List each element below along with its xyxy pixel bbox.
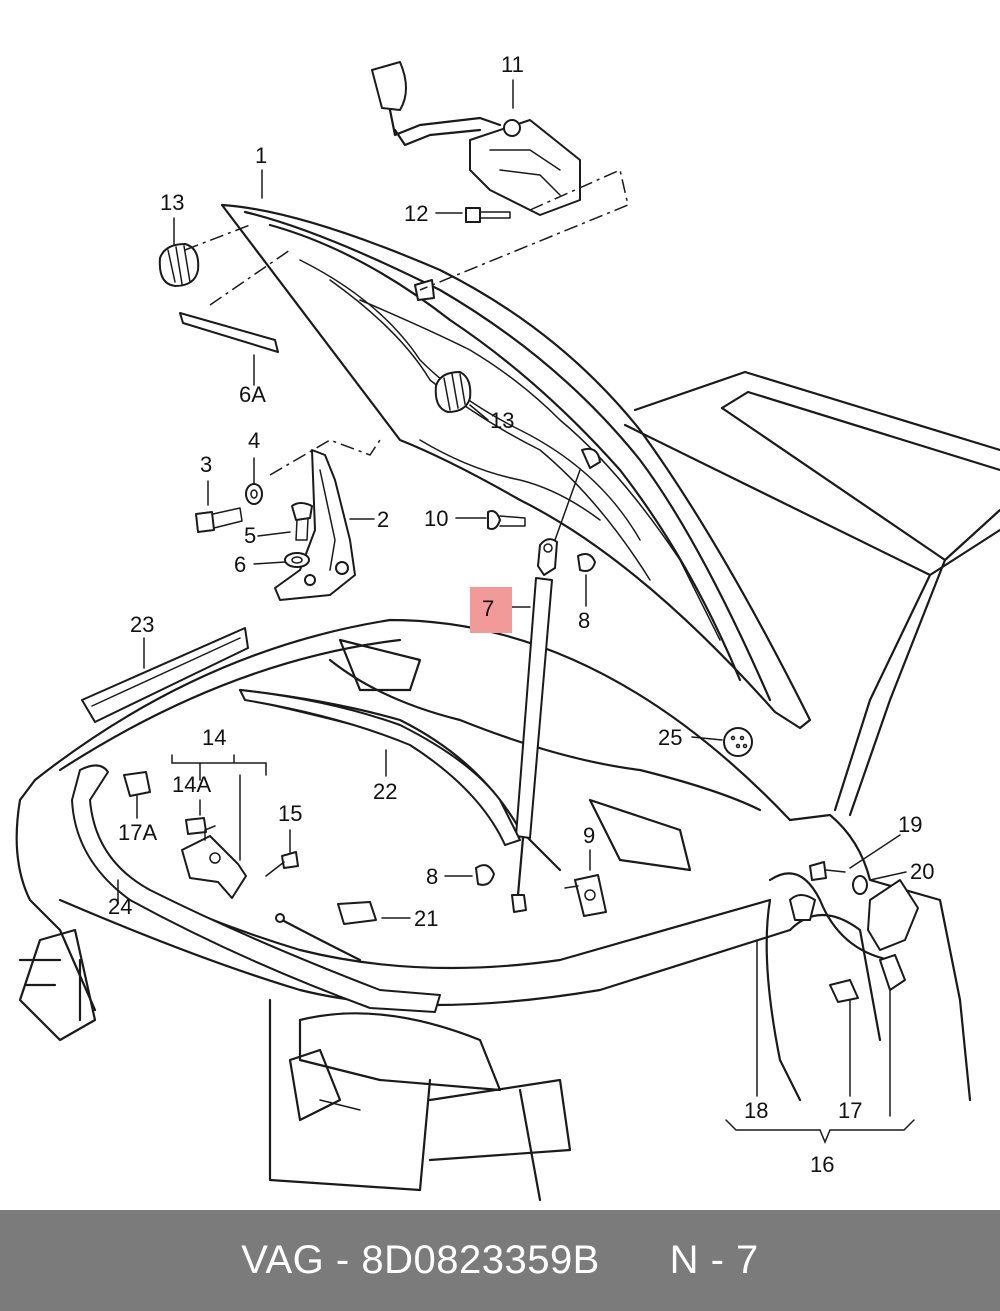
- callout-1: 1: [255, 143, 267, 168]
- part-info-bar: VAG - 8D0823359B N - 7: [0, 1210, 1000, 1311]
- seal-strip-6a: [179, 249, 291, 353]
- callout-23: 23: [130, 612, 154, 637]
- latch-handle-assembly: [371, 61, 629, 291]
- clip-8-upper: [577, 553, 596, 572]
- part-number: 8D0823359B: [361, 1238, 600, 1282]
- callout-13-top: 13: [160, 190, 184, 215]
- callout-4: 4: [248, 428, 260, 453]
- bolt-15: [265, 851, 299, 877]
- lever-bracket: [867, 879, 919, 991]
- bolt-19: [809, 861, 846, 881]
- bolt-12: [465, 207, 511, 223]
- washer-20: [852, 875, 868, 895]
- parts-diagram: 11 1 13 12 6A 13 3 4 2 5 6 10 7 8 23 25 …: [15, 52, 1000, 1202]
- lock-bracket-14: [181, 825, 247, 899]
- callout-14a: 14A: [172, 772, 211, 797]
- callout-17a: 17A: [118, 820, 157, 845]
- callout-15: 15: [278, 801, 302, 826]
- clip-17: [829, 979, 859, 1003]
- washer-4: [245, 483, 263, 505]
- bracket-9: [564, 874, 607, 917]
- callout-12: 12: [404, 201, 428, 226]
- cap-25: [723, 727, 753, 757]
- seal-23: [81, 627, 249, 723]
- separator-dash: -: [335, 1238, 350, 1282]
- separator: [324, 1238, 336, 1283]
- callout-5: 5: [244, 523, 256, 548]
- washer-6: [284, 552, 310, 568]
- callout-25: 25: [658, 725, 682, 750]
- callout-8-lower: 8: [426, 864, 438, 889]
- callout-14: 14: [202, 725, 226, 750]
- clip-17a: [123, 771, 151, 797]
- rubber-buffer-13-hood: [434, 371, 472, 413]
- callout-2: 2: [377, 507, 389, 532]
- bolt-5: [291, 502, 313, 541]
- highlight-box-7: [470, 587, 512, 633]
- callout-24: 24: [108, 894, 132, 919]
- callout-3: 3: [200, 452, 212, 477]
- bolt-3: [195, 507, 243, 533]
- callout-9: 9: [583, 823, 595, 848]
- callout-7: 7: [482, 596, 494, 621]
- clip-8-lower: [475, 864, 495, 886]
- seal-22: [239, 689, 521, 846]
- callout-18: 18: [744, 1098, 768, 1123]
- clip-14a: [185, 817, 207, 835]
- callout-19: 19: [898, 812, 922, 837]
- gas-strut-7: [511, 469, 581, 913]
- car-body-outline: [15, 370, 1000, 1202]
- ball-stud-10: [487, 510, 526, 530]
- cable-21: [275, 901, 377, 962]
- seal-24: [71, 764, 441, 1013]
- callout-6: 6: [234, 552, 246, 577]
- position-label: N - 7: [669, 1238, 759, 1282]
- callout-17: 17: [838, 1098, 862, 1123]
- callout-22: 22: [373, 779, 397, 804]
- callout-labels: 11 1 13 12 6A 13 3 4 2 5 6 10 7 8 23 25 …: [108, 52, 934, 1177]
- release-cable-16: [768, 872, 892, 962]
- hood-hinge-2: [269, 439, 381, 601]
- callout-6a: 6A: [239, 382, 266, 407]
- callout-11: 11: [501, 52, 524, 77]
- leader-lines: [117, 79, 915, 1144]
- callout-21: 21: [414, 906, 438, 931]
- callout-10: 10: [424, 506, 448, 531]
- callout-20: 20: [910, 859, 934, 884]
- rubber-buffer-13-top: [158, 224, 251, 287]
- brand-label: VAG: [241, 1238, 325, 1282]
- hood-panel: [220, 203, 812, 730]
- callout-8-upper: 8: [578, 608, 590, 633]
- callout-16: 16: [810, 1152, 834, 1177]
- callout-13-hood: 13: [490, 408, 514, 433]
